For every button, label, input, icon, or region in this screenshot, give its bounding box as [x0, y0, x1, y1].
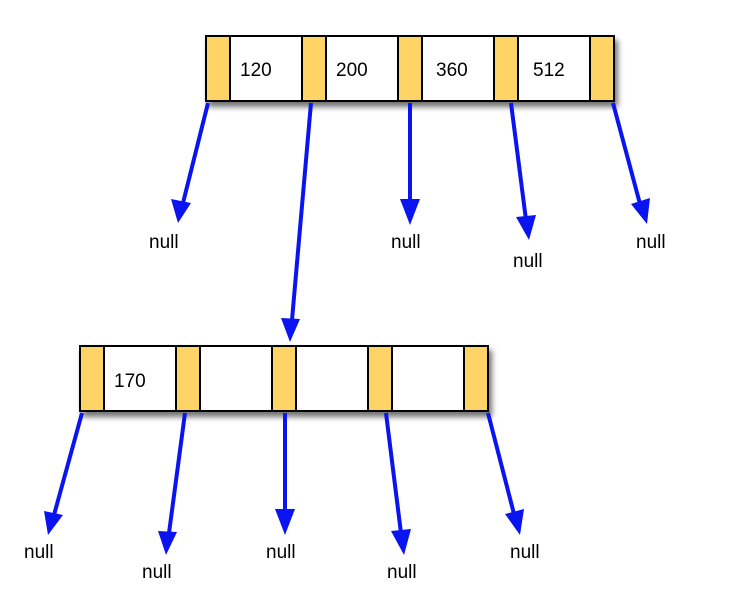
null-label: null: [142, 562, 172, 583]
root-key-slot-3: [517, 35, 591, 102]
child-pointer-slot-2: [271, 345, 297, 412]
root-pointer-slot-4: [589, 35, 615, 102]
root-key-0: 120: [240, 60, 272, 81]
null-label: null: [510, 542, 540, 563]
root-key-slot-0: [229, 35, 303, 102]
null-label: null: [513, 251, 543, 272]
root-pointer-slot-2: [397, 35, 423, 102]
root-arrow-2: [400, 103, 420, 225]
root-key-1: 200: [336, 60, 368, 81]
null-label: null: [266, 542, 296, 563]
child-arrow-2: [275, 413, 295, 535]
child-pointer-slot-4: [463, 345, 489, 412]
child-key-0: 170: [114, 371, 146, 392]
root-key-3: 512: [533, 60, 565, 81]
null-label: null: [387, 562, 417, 583]
child-pointer-slot-1: [175, 345, 201, 412]
child-arrow-1: [158, 412, 187, 555]
null-label: null: [391, 232, 421, 253]
root-arrow-3: [509, 102, 536, 240]
root-pointer-slot-3: [493, 35, 519, 102]
root-arrow-0: [171, 102, 210, 223]
root-key-slot-2: [421, 35, 495, 102]
root-key-2: 360: [436, 60, 468, 81]
null-label: null: [24, 542, 54, 563]
root-arrow-4: [611, 102, 650, 224]
root-node: [205, 35, 615, 102]
child-pointer-slot-0: [79, 345, 105, 412]
child-arrow-4: [486, 412, 524, 535]
root-pointer-slot-1: [301, 35, 327, 102]
child-node: [79, 345, 489, 412]
null-label: null: [636, 232, 666, 253]
child-key-slot-3: [391, 345, 465, 412]
root-pointer-slot-0: [205, 35, 231, 102]
child-arrow-3: [384, 412, 411, 555]
child-arrow-0: [44, 412, 84, 535]
child-pointer-slot-3: [367, 345, 393, 412]
root-arrow-1-to-child: [281, 102, 313, 342]
child-key-slot-1: [199, 345, 273, 412]
child-key-slot-2: [295, 345, 369, 412]
null-label: null: [149, 232, 179, 253]
